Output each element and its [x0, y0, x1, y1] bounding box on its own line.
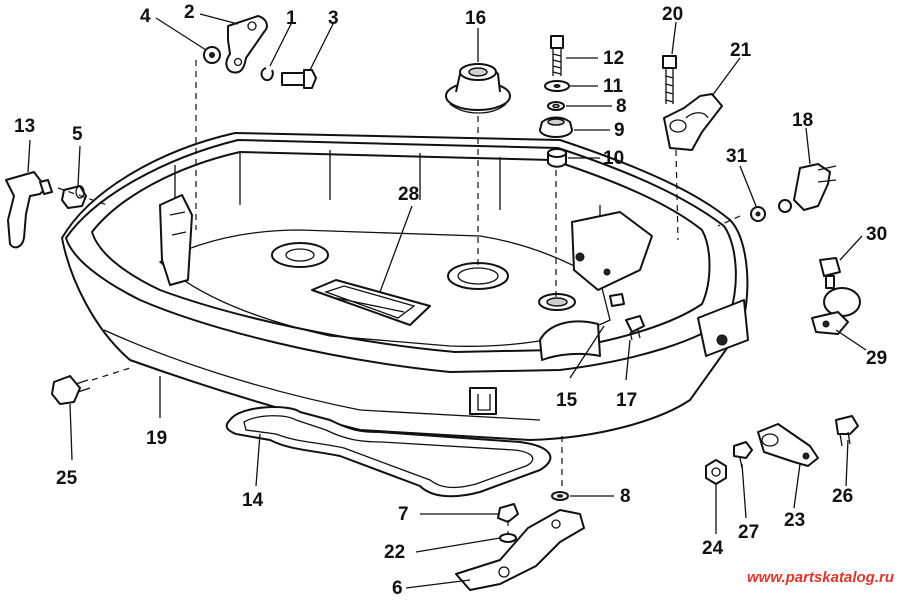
- callout-17: 17: [616, 390, 637, 411]
- parts-7-22-6-8-bracket: [455, 491, 585, 591]
- callout-26: 26: [832, 486, 853, 507]
- parts-1-2-3-4-latch: [203, 15, 317, 89]
- callout-10: 10: [603, 148, 624, 169]
- callout-4: 4: [140, 6, 151, 27]
- parts-20-21-bracket: [662, 55, 723, 151]
- callout-31: 31: [726, 146, 748, 167]
- callout-22: 22: [384, 542, 405, 563]
- callout-28: 28: [398, 184, 419, 205]
- callout-12: 12: [603, 48, 624, 69]
- callout-30: 30: [866, 224, 887, 245]
- callout-19: 19: [146, 428, 167, 449]
- parts-18-31-30-29: [750, 163, 861, 335]
- parts-stack-12-11-8-9-10: [539, 35, 573, 168]
- callout-18: 18: [792, 110, 813, 131]
- part-14-gasket: [225, 406, 552, 498]
- callout-24: 24: [702, 538, 724, 559]
- watermark-text: www.partskatalog.ru: [747, 569, 894, 586]
- callout-numbers: 4 2 1 3 16 20 21 12 11 8 9 10 13 5 18 31…: [14, 2, 887, 599]
- callout-29: 29: [866, 348, 887, 369]
- part-16-grommet: [445, 63, 511, 114]
- callout-6: 6: [392, 578, 403, 599]
- assembly-dashed-lines: [57, 60, 741, 534]
- callout-9: 9: [614, 120, 625, 141]
- callout-3: 3: [328, 8, 339, 29]
- callout-25: 25: [56, 468, 78, 489]
- callout-23: 23: [784, 510, 805, 531]
- callout-11: 11: [603, 76, 624, 97]
- callout-leader-lines: [27, 13, 867, 589]
- callout-20: 20: [662, 4, 683, 25]
- callout-8-top: 8: [616, 96, 627, 117]
- parts-17-15-screws: [609, 293, 645, 341]
- callout-2: 2: [184, 2, 195, 23]
- callout-8-bottom: 8: [620, 486, 631, 507]
- parts-13-5-lever: [5, 171, 87, 249]
- callout-5: 5: [72, 124, 83, 145]
- callout-7: 7: [398, 504, 409, 525]
- callout-27: 27: [738, 522, 759, 543]
- callout-13: 13: [14, 116, 35, 137]
- callout-14: 14: [242, 490, 264, 511]
- part-28-pad: [311, 279, 431, 326]
- callout-16: 16: [465, 8, 486, 29]
- callout-21: 21: [730, 40, 752, 61]
- part-25-screw: [51, 375, 91, 405]
- callout-1: 1: [286, 8, 297, 29]
- lower-motor-cover: [61, 132, 749, 441]
- parts-24-27-23-26: [705, 415, 859, 485]
- callout-15: 15: [556, 390, 578, 411]
